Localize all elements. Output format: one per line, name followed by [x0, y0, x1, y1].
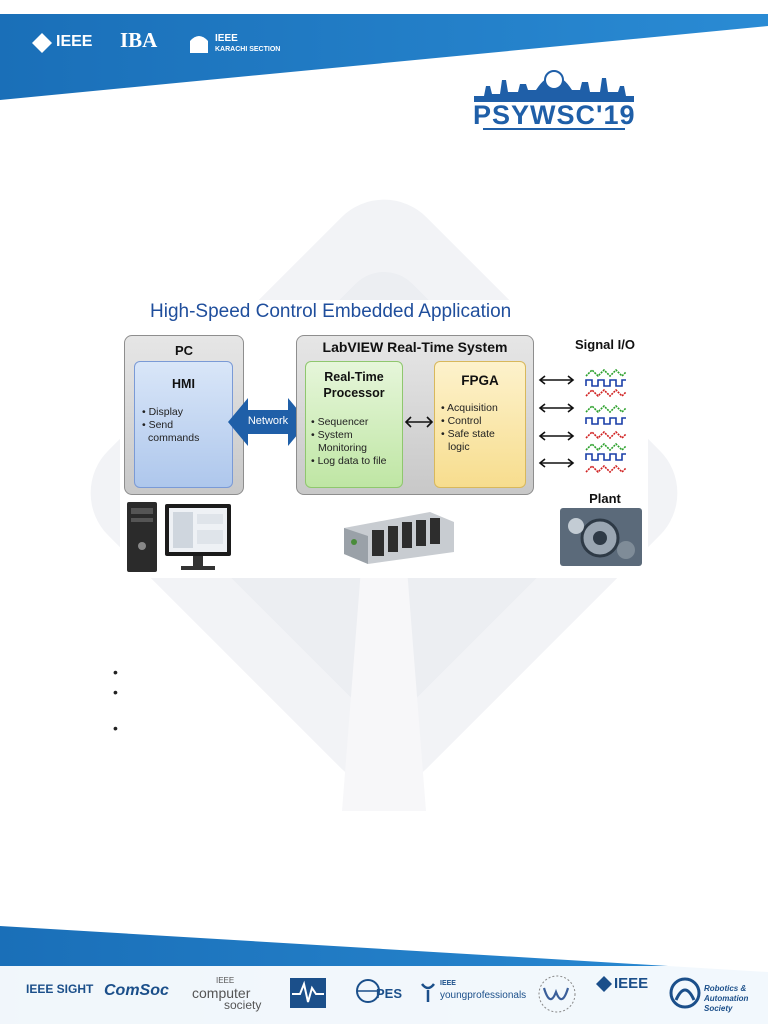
fpga-box	[434, 361, 526, 488]
iba-logo-text: IBA	[120, 28, 158, 52]
pc-title: PC	[174, 343, 194, 358]
rt-item-log: • Log data to file	[311, 455, 387, 467]
rt-processor-title-2: Processor	[323, 386, 385, 400]
ieee-logo-text: IEEE	[56, 33, 93, 50]
ieee-karachi-logo-text: IEEE	[215, 33, 238, 44]
ieee-diamond-icon	[596, 976, 612, 992]
plant-title: Plant	[589, 491, 621, 506]
yp-ieee-text: IEEE	[440, 980, 456, 987]
karachi-monument-icon	[190, 36, 208, 53]
io-arrow-icon	[538, 403, 575, 413]
pc-hardware-image	[127, 502, 231, 572]
rt-system-title: LabVIEW Real-Time System	[322, 339, 508, 355]
fpga-item-control: • Control	[441, 415, 482, 427]
rt-item-system: • System	[311, 429, 353, 441]
rt-processor-box	[305, 361, 403, 488]
ras-logo-icon	[669, 977, 701, 1009]
hmi-item-send: • Send	[142, 419, 174, 431]
fpga-item-logic: logic	[448, 441, 470, 453]
pes-logo-text: PES	[376, 986, 403, 1001]
rt-item-monitoring: Monitoring	[318, 442, 368, 454]
young-professionals-icon	[421, 983, 435, 1002]
hmi-item-commands: commands	[148, 432, 200, 444]
io-arrow-icon	[538, 458, 575, 468]
event-logo-text: PSYWSC'19	[473, 100, 636, 130]
plant-engine-image	[560, 508, 642, 566]
ras-automation-text: Automation	[704, 994, 749, 1003]
ieee-diamond-icon	[32, 33, 52, 53]
ieee-footer-logo-text: IEEE	[614, 975, 649, 992]
internal-double-arrow-icon	[404, 416, 434, 428]
io-arrow-icon	[538, 375, 575, 385]
network-label: Network	[247, 415, 289, 427]
event-logo-underline	[483, 128, 625, 130]
ias-logo-icon	[290, 978, 326, 1008]
karachi-section-text: KARACHI SECTION	[215, 46, 281, 53]
computer-society-ieee-text: IEEE	[216, 976, 235, 985]
network-double-arrow-icon	[228, 398, 308, 446]
diagram-title: High-Speed Control Embedded Application	[150, 301, 512, 322]
signal-io-waveforms	[538, 368, 627, 474]
header-band	[0, 14, 768, 100]
bullet-point: •	[113, 720, 118, 736]
rt-processor-title-1: Real-Time	[324, 370, 384, 384]
rt-item-sequencer: • Sequencer	[311, 416, 369, 428]
fpga-item-safe-state: • Safe state	[441, 428, 495, 440]
young-professionals-logo-text: youngprofessionals	[440, 990, 527, 1001]
wie-logo-icon	[538, 975, 576, 1013]
bullet-point: •	[113, 684, 118, 700]
footer-band	[0, 926, 768, 1024]
io-arrow-icon	[538, 431, 575, 441]
ras-robotics-text: Robotics &	[704, 984, 747, 993]
hmi-item-display: • Display	[142, 406, 184, 418]
fpga-item-acquisition: • Acquisition	[441, 402, 498, 414]
society-logo-text: society	[224, 998, 262, 1012]
pes-globe-icon	[356, 979, 380, 1003]
hmi-title: HMI	[172, 377, 195, 391]
computer-logo-text: computer	[192, 985, 251, 1001]
bullet-point: •	[113, 664, 118, 680]
signal-io-title: Signal I/O	[575, 337, 635, 352]
ras-society-text: Society	[704, 1004, 733, 1013]
ieee-sight-logo-text: IEEE SIGHT	[26, 982, 94, 996]
fpga-title: FPGA	[461, 373, 499, 388]
skyline-icon	[474, 70, 634, 102]
compactrio-hardware-image	[344, 512, 454, 564]
comsoc-logo-text: ComSoc	[104, 982, 169, 999]
hmi-box	[134, 361, 233, 488]
